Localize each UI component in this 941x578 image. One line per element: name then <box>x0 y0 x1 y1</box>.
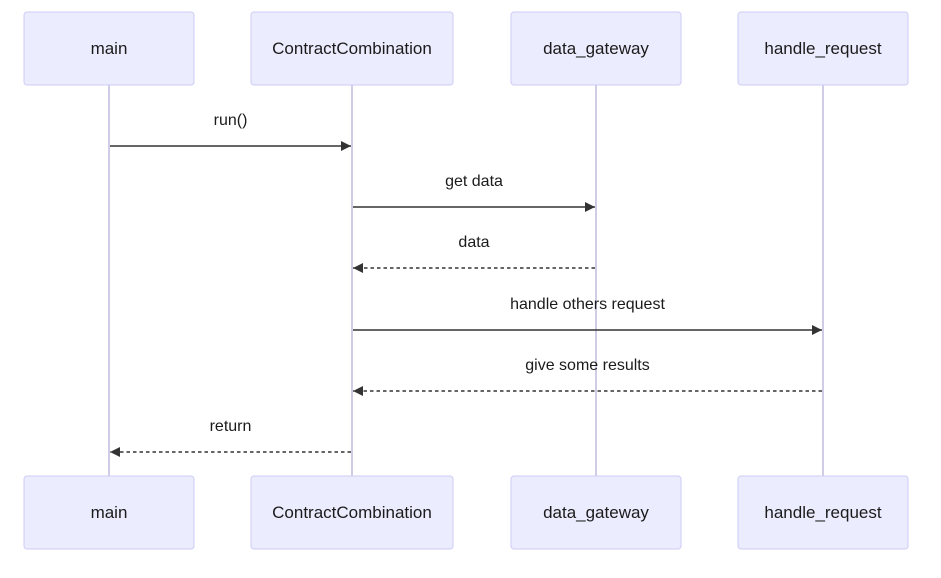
message-2: get data <box>353 173 595 212</box>
actor-top-handle_request: handle_request <box>737 11 909 86</box>
message-label: give some results <box>525 357 650 374</box>
actor-box <box>250 11 454 86</box>
message-3: data <box>353 234 595 273</box>
messages: run() get data data handle others request gi… <box>110 112 822 457</box>
message-label: data <box>458 234 489 251</box>
message-1: run() <box>110 112 351 151</box>
actor-top-ContractCombination: ContractCombination <box>250 11 454 86</box>
message-label: handle others request <box>510 296 665 313</box>
actor-bottom-data_gateway: data_gateway <box>510 475 682 550</box>
message-4: handle others request <box>353 296 822 335</box>
actor-box <box>250 475 454 550</box>
actor-label: main <box>91 39 128 58</box>
actor-label: ContractCombination <box>272 39 432 58</box>
actor-label: handle_request <box>764 503 881 522</box>
actor-top-data_gateway: data_gateway <box>510 11 682 86</box>
actor-top-main: main <box>23 11 195 86</box>
message-label: run() <box>214 112 248 129</box>
message-label: get data <box>445 173 503 190</box>
actor-label: data_gateway <box>543 39 649 58</box>
actor-label: handle_request <box>764 39 881 58</box>
actor-bottom-main: main <box>23 475 195 550</box>
actors-bottom: main ContractCombination data_gateway handl… <box>23 475 909 550</box>
message-6: return <box>110 418 351 457</box>
actor-box <box>737 475 909 550</box>
actor-label: data_gateway <box>543 503 649 522</box>
message-5: give some results <box>353 357 822 396</box>
actor-box <box>510 475 682 550</box>
actor-box <box>510 11 682 86</box>
actor-label: main <box>91 503 128 522</box>
actors-top: main ContractCombination data_gateway handl… <box>23 11 909 86</box>
actor-box <box>737 11 909 86</box>
lifelines <box>108 85 824 476</box>
actor-bottom-ContractCombination: ContractCombination <box>250 475 454 550</box>
actor-bottom-handle_request: handle_request <box>737 475 909 550</box>
actor-box <box>23 11 195 86</box>
actor-label: ContractCombination <box>272 503 432 522</box>
actor-box <box>23 475 195 550</box>
message-label: return <box>210 418 252 435</box>
